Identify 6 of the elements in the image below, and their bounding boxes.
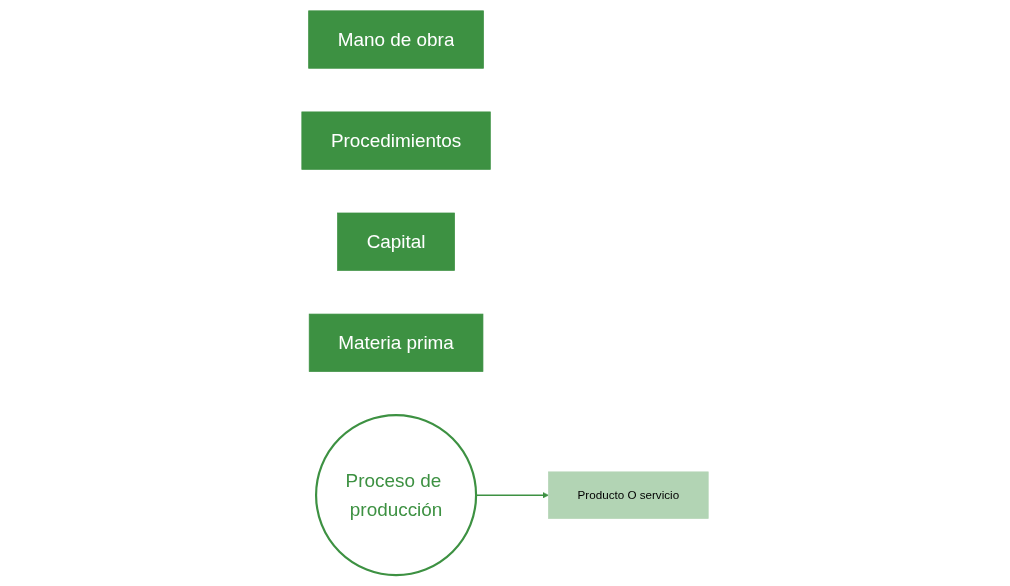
node-box: Materia prima: [308, 313, 484, 372]
node-box: Mano de obra: [308, 10, 484, 69]
node-box: Procedimientos: [301, 111, 491, 170]
node-circle: Proceso de producción: [314, 414, 478, 577]
node-box: Producto O servicio: [548, 471, 709, 519]
node-box: Capital: [337, 212, 455, 271]
